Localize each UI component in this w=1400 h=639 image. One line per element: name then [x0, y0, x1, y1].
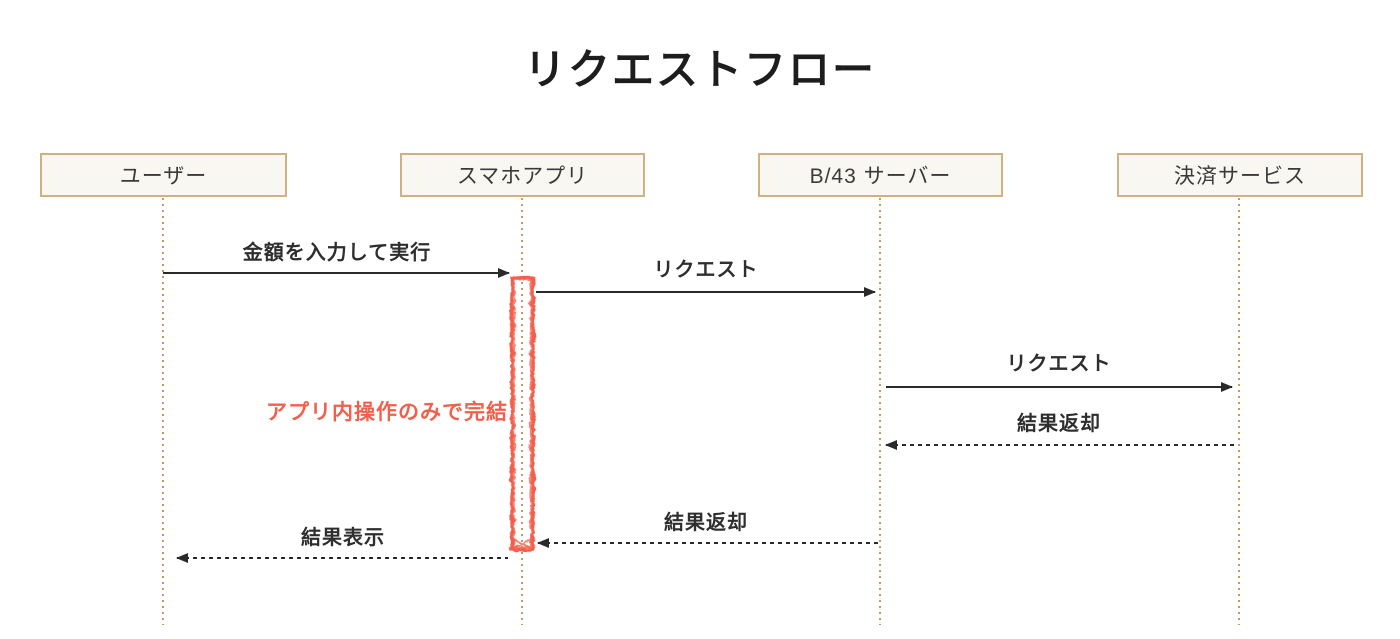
note-in-app-only: アプリ内操作のみで完結 — [266, 401, 508, 424]
lifeline-app — [521, 198, 523, 625]
message-label-request-app-to-server: リクエスト — [653, 259, 759, 281]
participant-payment-service-label: 決済サービス — [1174, 165, 1306, 188]
message-arrow-enter-amount — [163, 268, 510, 278]
message-arrow-request-app-to-server — [536, 287, 876, 297]
message-label-result-payment-to-server: 結果返却 — [1017, 413, 1101, 435]
participant-app: スマホアプリ — [400, 153, 645, 197]
message-label-show-result: 結果表示 — [301, 527, 385, 549]
message-arrow-result-payment-to-server — [885, 440, 1238, 450]
participant-user: ユーザー — [40, 153, 287, 197]
lifeline-b43-server — [879, 198, 881, 625]
lifeline-payment-service — [1238, 198, 1240, 625]
message-label-enter-amount: 金額を入力して実行 — [242, 242, 432, 264]
message-label-request-server-to-payment: リクエスト — [1006, 353, 1112, 375]
lifeline-user — [162, 198, 164, 625]
participant-app-label: スマホアプリ — [456, 165, 589, 188]
diagram-title: リクエストフロー — [523, 46, 876, 93]
message-label-result-server-to-app: 結果返却 — [664, 512, 748, 534]
activation-bar-highlight — [510, 276, 535, 552]
participant-user-label: ユーザー — [119, 165, 208, 188]
message-arrow-show-result — [176, 553, 508, 563]
participant-payment-service: 決済サービス — [1117, 153, 1363, 197]
message-arrow-request-server-to-payment — [886, 382, 1233, 392]
message-arrow-result-server-to-app — [537, 538, 878, 548]
participant-b43-server: B/43 サーバー — [758, 153, 1003, 197]
participant-b43-server-label: B/43 サーバー — [809, 165, 952, 188]
